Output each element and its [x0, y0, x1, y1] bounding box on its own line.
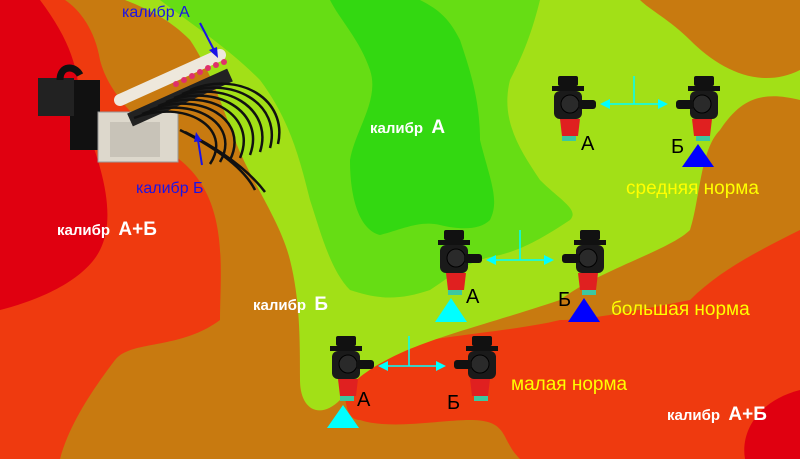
- zone-caliber: А: [431, 117, 446, 138]
- zone-label-center-b: калибр Б: [253, 295, 328, 314]
- valve-indicators: [173, 59, 227, 87]
- rate-label-medium: средняя норма: [626, 178, 759, 199]
- boom-arrows: [194, 22, 218, 166]
- arrow-left-icon: [600, 99, 610, 109]
- zone-caliber: А+Б: [728, 404, 767, 425]
- inlet-elbow: [56, 64, 84, 81]
- arrow-left-icon: [486, 255, 496, 265]
- nozzle-label-a: А: [466, 286, 480, 308]
- zone-green: [330, 0, 495, 235]
- zone-caliber: Б: [314, 294, 329, 315]
- nozzle-b-icon: [453, 336, 499, 402]
- spray-a-icon: [435, 298, 467, 322]
- zone-label-right-ab: калибр А+Б: [667, 405, 767, 424]
- frame-opening: [110, 122, 160, 157]
- nozzle-a-icon: [551, 76, 597, 142]
- zone-dark-red-left: [0, 0, 108, 310]
- nozzle-label-a: А: [357, 389, 371, 411]
- boom-sprayer-image: [38, 49, 281, 193]
- nozzle-pair-graphic: [435, 230, 607, 322]
- nozzle-label-a: А: [581, 133, 595, 155]
- boom-label-caliber-a: калибр А: [122, 4, 190, 21]
- zone-prefix: калибр: [370, 120, 424, 137]
- rate-label-small: малая норма: [511, 374, 628, 395]
- nozzle-pair-graphic: [551, 76, 721, 167]
- arrow-right-icon: [544, 255, 554, 265]
- zone-label-center-a: калибр А: [370, 118, 445, 137]
- zone-orange-top-right: [640, 0, 800, 79]
- arrow-head-b: [194, 132, 202, 142]
- arrow-to-caliber-b: [197, 139, 203, 166]
- zone-dark-red-right: [744, 390, 800, 459]
- controller-box: [38, 78, 74, 116]
- zone-prefix: калибр: [57, 222, 111, 239]
- spray-b-icon: [568, 298, 600, 322]
- arrow-right-icon: [436, 361, 446, 371]
- nozzle-label-b: Б: [447, 392, 461, 414]
- rate-label-large: большая норма: [611, 299, 750, 320]
- arrow-left-icon: [378, 361, 388, 371]
- arrow-head-a: [209, 47, 218, 58]
- boom-label-caliber-b: калибр Б: [136, 180, 204, 197]
- arrow-right-icon: [658, 99, 668, 109]
- nozzle-b-icon: [561, 230, 607, 296]
- zone-caliber: А+Б: [118, 219, 157, 240]
- nozzle-label-b: Б: [558, 289, 572, 311]
- pump-body: [70, 80, 100, 150]
- spray-b-icon: [682, 144, 714, 167]
- manifold-pipe: [114, 49, 226, 106]
- hoses: [133, 82, 281, 193]
- zone-prefix: калибр: [253, 297, 307, 314]
- nozzle-label-b: Б: [671, 136, 685, 158]
- zone-label-left-ab: калибр А+Б: [57, 220, 157, 239]
- nozzle-b-icon: [675, 76, 721, 142]
- spray-a-icon: [327, 405, 359, 428]
- nozzle-pair-graphic: [327, 336, 499, 428]
- arrow-to-caliber-a: [199, 22, 216, 53]
- zone-prefix: калибр: [667, 407, 721, 424]
